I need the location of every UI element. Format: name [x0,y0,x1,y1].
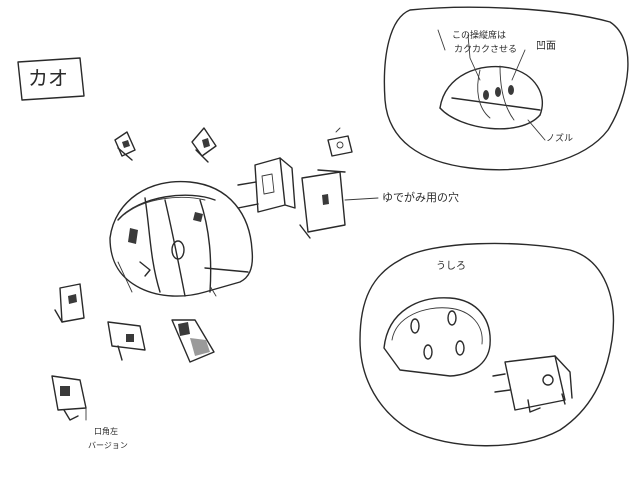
part-cone-right [191,127,217,163]
bubble-top-note-dent: 凹面 [536,41,556,52]
bubble-top-note-nozzle: ノズル [546,134,574,144]
title-label: カオ [28,66,68,90]
bubble-top-note-line1: この操縦席は [452,31,507,41]
bubble-top [383,6,629,171]
part-mouth [51,375,87,421]
part-knob [327,127,353,157]
helmet-main [109,180,254,297]
bottom-note-line2: バージョン [88,441,128,450]
bottom-note-line1: 口角左 [94,427,118,436]
part-cone-left [114,131,136,161]
bubble-top-note-line2: カクカクさせる [454,45,518,55]
part-side-a [54,283,85,323]
part-block-a [237,157,296,213]
main-note-label: ゆでがみ用の穴 [382,191,459,204]
title-box [17,57,85,101]
part-side-c [171,319,215,363]
part-side-b [107,321,146,361]
bubble-bottom-label: うしろ [436,261,466,272]
bubble-bottom [359,242,615,447]
part-block-b [299,169,379,239]
